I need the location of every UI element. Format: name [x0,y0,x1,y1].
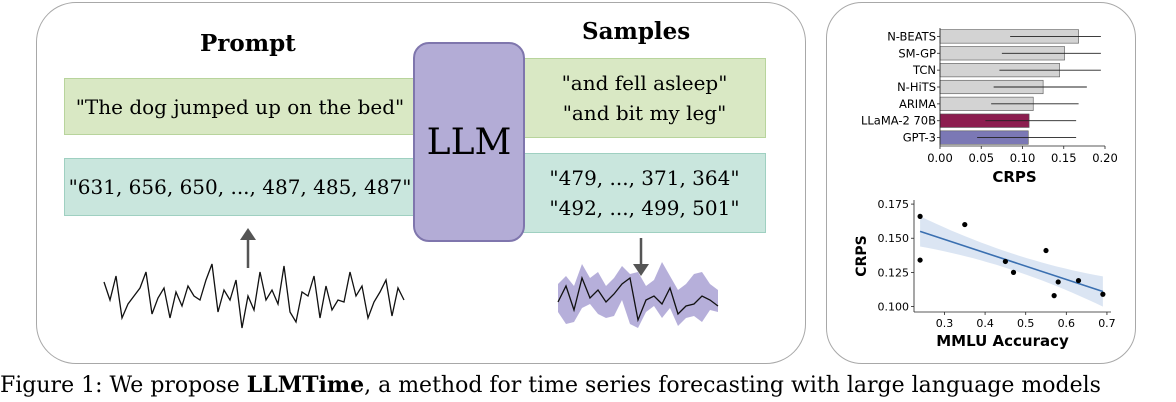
text-sample-2: "and bit my leg" [562,101,727,125]
text-sample-1: "and fell asleep" [561,71,728,95]
number-sample-1: "479, ..., 371, 364" [549,166,740,190]
number-samples-box: "479, ..., 371, 364" "492, ..., 499, 501… [523,153,766,233]
number-sample-2: "492, ..., 499, 501" [549,196,740,220]
charts-panel [826,2,1136,364]
caption-start: Figure 1: We propose [0,373,247,398]
caption-end: , a method for time series forecasting w… [364,373,1101,398]
number-prompt-box: "631, 656, 650, ..., 487, 485, 487" [64,158,416,216]
samples-heading: Samples [582,18,691,45]
number-prompt: "631, 656, 650, ..., 487, 485, 487" [68,175,412,199]
llm-label: LLM [426,121,512,163]
text-prompt: "The dog jumped up on the bed" [75,94,405,119]
text-samples-box: "and fell asleep" "and bit my leg" [523,58,766,138]
prompt-heading: Prompt [200,30,296,57]
caption-bold: LLMTime [246,372,365,398]
llm-block: LLM [413,42,525,242]
figure-caption: Figure 1: We propose LLMTime, a method f… [0,372,1101,398]
text-prompt-box: "The dog jumped up on the bed" [64,78,416,135]
